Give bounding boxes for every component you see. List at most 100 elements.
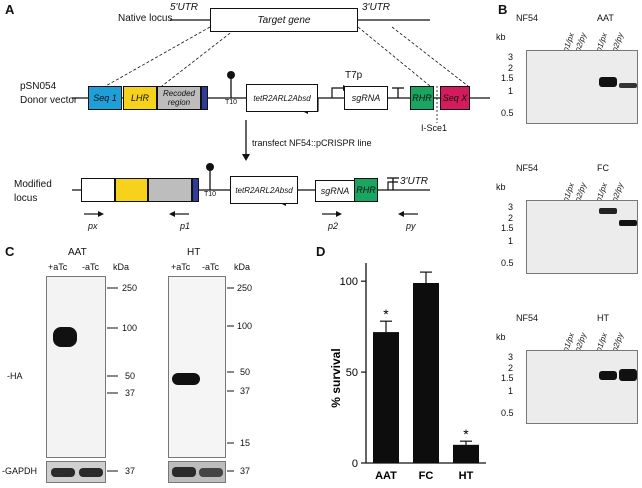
ht-marker-100: 100: [237, 321, 253, 331]
gel2-marker-3: 3: [508, 202, 514, 212]
recoded-line1: Recoded: [162, 89, 196, 98]
donor-sgrna-box: sgRNA: [344, 86, 388, 110]
aat-kda-label: kDa: [113, 262, 130, 272]
gel3-image: [526, 350, 638, 424]
x-tick-label-ht: HT: [459, 470, 474, 482]
primer-p2: p2: [328, 221, 339, 231]
recoded-cap-box: [201, 86, 208, 110]
modified-cassette-box: tetR2ARL2Absd: [230, 176, 298, 204]
modified-t10-label: T10: [204, 191, 217, 198]
recoded-region-box: Recoded region: [157, 86, 201, 110]
gel2-left-label: NF54: [516, 163, 539, 173]
gel1-kb-label: kb: [496, 32, 506, 42]
ht-ha-band: [172, 373, 200, 385]
gel2-kb-label: kb: [496, 182, 506, 192]
modified-utr-box: [81, 178, 115, 202]
donor-label-line1: pSN054: [20, 81, 57, 92]
primer-p1: p1: [180, 221, 191, 231]
ht-marker-50: 50: [240, 367, 251, 377]
x-tick-label-fc: FC: [419, 470, 434, 482]
gel2-marker-2: 2: [508, 213, 514, 223]
panel-label-c: C: [5, 244, 15, 259]
gel1-band-aat-p1px: [599, 77, 617, 87]
gel2-marker-1_5: 1.5: [501, 223, 514, 233]
aat-lane-minus: -aTc: [82, 262, 100, 272]
recoded-line2: region: [167, 98, 191, 107]
gel2-right-label: FC: [597, 163, 609, 173]
panel-label-a: A: [5, 2, 15, 17]
ht-kda-label: kDa: [234, 262, 251, 272]
primer-py: py: [406, 221, 416, 231]
y-tick-label-100: 100: [340, 276, 358, 288]
transfect-label: transfect NF54::pCRISPR line: [252, 138, 372, 148]
seqx-box: Seq X: [440, 86, 470, 110]
gel2-band-fc-p1px: [599, 208, 617, 214]
gel3-marker-3: 3: [508, 352, 514, 362]
gel2-marker-0_5: 0.5: [501, 258, 514, 268]
gel1-marker-1: 1: [508, 86, 514, 96]
ha-row-label: -HA: [7, 371, 23, 381]
ht-lane-minus: -aTc: [202, 262, 220, 272]
ht-blot-title: HT: [187, 247, 201, 258]
aat-blot-title: AAT: [68, 247, 87, 258]
panel-label-b: B: [498, 2, 508, 17]
aat-gapdh-blot: [46, 461, 106, 483]
gel1-left-label: NF54: [516, 13, 539, 23]
target-gene-box: Target gene: [210, 8, 358, 32]
isce1-label: I-Sce1: [421, 123, 448, 133]
bar-aat: [373, 332, 399, 463]
aat-marker-50: 50: [125, 371, 136, 381]
aat-gapdh-band-plus: [51, 468, 75, 477]
gel2-image: [526, 200, 638, 274]
gel3-band-ht-p1px: [599, 371, 617, 380]
ht-lane-plus: +aTc: [171, 262, 191, 272]
gel1-band-aat-p2py: [619, 83, 637, 88]
modified-rhr-box: RHR: [354, 178, 378, 202]
ht-gapdh-band-plus: [172, 467, 196, 477]
modified-label-line2: locus: [14, 193, 38, 204]
gel1-marker-0_5: 0.5: [501, 108, 514, 118]
gel3-marker-0_5: 0.5: [501, 408, 514, 418]
donor-cassette-box: tetR2ARL2Absd: [246, 84, 318, 112]
aat-gapdh-marker: 37: [125, 466, 136, 476]
modified-label-line1: Modified: [14, 179, 52, 190]
gel3-kb-label: kb: [496, 332, 506, 342]
bar-fc: [413, 283, 439, 463]
y-axis-title: % survival: [329, 348, 343, 407]
donor-rhr-box: RHR: [410, 86, 434, 110]
utr5-label: 5'UTR: [170, 2, 199, 13]
ht-gapdh-band-minus: [199, 468, 223, 477]
native-locus-label: Native locus: [118, 13, 173, 24]
x-tick-label-aat: AAT: [375, 470, 397, 482]
modified-cap-box: [192, 178, 199, 202]
significance-aat: *: [383, 306, 389, 322]
significance-ht: *: [463, 426, 469, 442]
ht-marker-37: 37: [240, 386, 251, 396]
ht-gapdh-marker: 37: [240, 466, 251, 476]
bar-ht: [453, 444, 479, 463]
lhr-box: LHR: [123, 86, 157, 110]
panel-label-d: D: [316, 244, 326, 259]
gel1-right-label: AAT: [597, 13, 614, 23]
donor-t10-label: T10: [225, 99, 238, 106]
y-tick-label-50: 50: [346, 367, 358, 379]
donor-label-line2: Donor vector: [20, 95, 78, 106]
primer-px: px: [88, 221, 98, 231]
y-tick-label-0: 0: [352, 458, 358, 470]
ht-marker-15: 15: [240, 438, 251, 448]
aat-marker-100: 100: [122, 323, 138, 333]
aat-lane-plus: +aTc: [48, 262, 68, 272]
gel3-marker-1_5: 1.5: [501, 373, 514, 383]
seq1-box: Seq 1: [88, 86, 122, 110]
ht-marker-250: 250: [237, 283, 253, 293]
gel3-marker-2: 2: [508, 363, 514, 373]
gel2-marker-1: 1: [508, 236, 514, 246]
modified-lhr-box: [115, 178, 148, 202]
utr3-label: 3'UTR: [362, 2, 391, 13]
modified-recoded-box: [148, 178, 192, 202]
gel3-right-label: HT: [597, 313, 609, 323]
aat-ha-blot: [46, 276, 106, 458]
aat-ha-band: [53, 327, 77, 347]
